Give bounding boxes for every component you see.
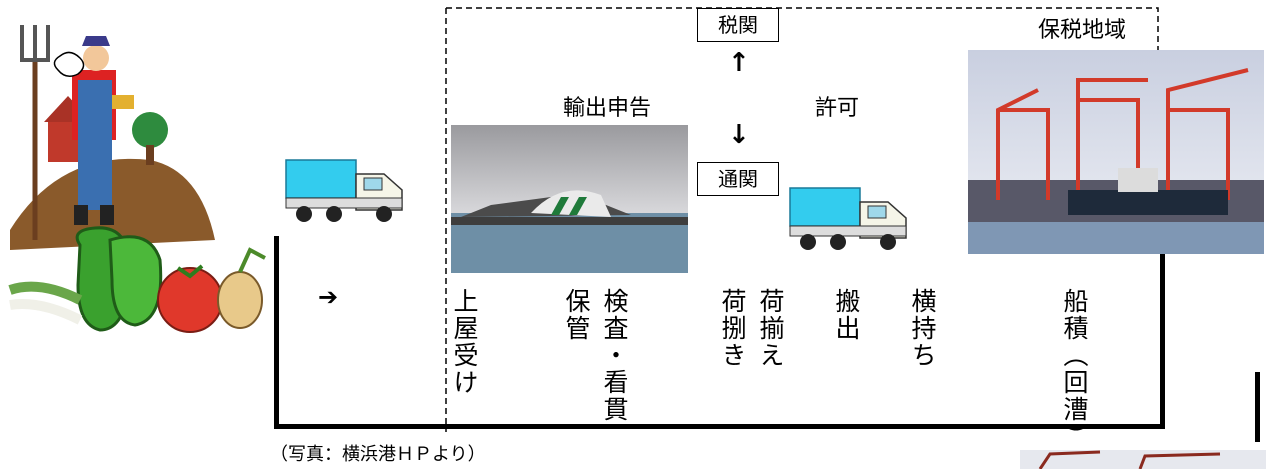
customs-label: 税関 <box>697 8 779 42</box>
warehouse-photo <box>451 125 688 273</box>
photo-caption: （写真：横浜港ＨＰより） <box>270 444 486 465</box>
arrow-up-icon: ↑ <box>728 48 750 78</box>
step-carry-out: 搬出 <box>832 288 861 342</box>
flow-bracket-bottom <box>274 424 1164 429</box>
step-loading: 船積（回漕） <box>1060 288 1089 450</box>
step-assembling: 荷揃え <box>756 288 785 369</box>
permission-label: 許可 <box>815 96 860 121</box>
truck-1 <box>285 159 403 222</box>
flow-bracket-left <box>274 236 279 428</box>
step-storage: 保管 <box>562 288 591 342</box>
step-inspection: 検査・看貫 <box>600 288 629 423</box>
step-transfer: 横持ち <box>908 288 937 369</box>
export-declaration-label: 輸出申告 <box>563 96 652 121</box>
farmer-illustration <box>8 25 266 333</box>
step-receiving: 上屋受け <box>450 288 479 396</box>
bonded-area-label: 保税地域 <box>1038 18 1127 43</box>
step-handling: 荷捌き <box>718 288 747 369</box>
flow-bracket-right <box>1160 252 1165 429</box>
arrow-right-icon: ➔ <box>318 283 339 311</box>
truck-2 <box>789 187 907 250</box>
partial-crane-photo <box>1020 450 1266 469</box>
edge-bar <box>1255 372 1260 442</box>
port-photo <box>968 50 1264 254</box>
clearance-label: 通関 <box>697 162 779 196</box>
arrow-down-icon: ↓ <box>728 120 750 150</box>
